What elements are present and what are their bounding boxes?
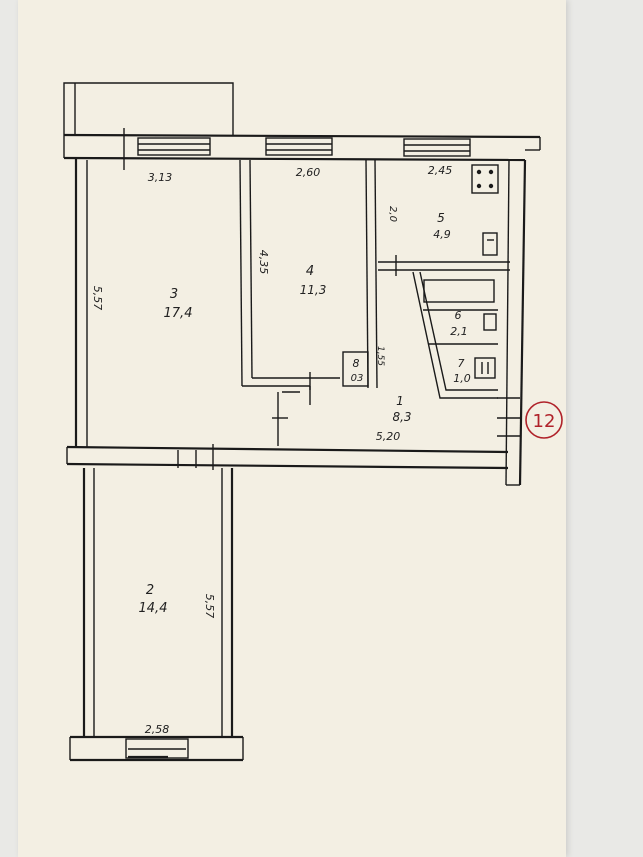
apartment-number: 12 xyxy=(533,411,556,432)
stove xyxy=(471,164,499,194)
apartment-number-stamp: 12 xyxy=(525,401,563,439)
room-2-number: 2 xyxy=(146,583,154,598)
room-8-area: 03 xyxy=(351,373,364,384)
middle-wall xyxy=(66,444,509,470)
left-wall-upper xyxy=(74,158,88,448)
dim-room4-width: 2,60 xyxy=(296,166,321,179)
dim-room3-height: 5,57 xyxy=(91,286,104,311)
dim-room5-height: 2,0 xyxy=(387,206,398,222)
room-7-area: 1,0 xyxy=(453,372,471,385)
room-5-number: 5 xyxy=(437,211,445,225)
dim-room2-height: 5,57 xyxy=(203,594,216,619)
washbasin xyxy=(483,313,497,331)
dim-room2-width: 2,58 xyxy=(145,723,170,736)
dim-room4-height: 4,35 xyxy=(257,250,270,275)
room-5-area: 4,9 xyxy=(433,228,451,241)
closet-8 xyxy=(342,351,369,387)
window-room3 xyxy=(137,137,211,156)
window-room5 xyxy=(403,138,471,157)
room-3-area: 17,4 xyxy=(164,306,193,321)
dim-room3-width: 3,13 xyxy=(148,171,173,184)
dim-room5-width: 2,45 xyxy=(428,164,453,177)
bath-walls xyxy=(412,271,498,399)
room-6-area: 2,1 xyxy=(450,325,468,338)
room-6-number: 6 xyxy=(455,309,462,322)
room-3-number: 3 xyxy=(170,287,178,302)
dim-closet-side: 1,55 xyxy=(375,346,385,366)
room-1-area: 8,3 xyxy=(392,410,411,424)
toilet xyxy=(474,357,496,379)
room2-walls xyxy=(69,468,244,762)
dim-hall-length: 5,20 xyxy=(376,430,401,443)
window-room2 xyxy=(125,738,189,759)
top-wall xyxy=(63,128,541,170)
room-8-number: 8 xyxy=(353,357,360,370)
paper-sheet xyxy=(18,0,566,857)
kitchen-walls xyxy=(378,255,510,276)
room-1-number: 1 xyxy=(396,394,404,408)
room-2-area: 14,4 xyxy=(139,601,168,616)
window-room4 xyxy=(265,137,333,156)
sink xyxy=(482,232,498,256)
hall-walls xyxy=(272,386,311,446)
room-7-number: 7 xyxy=(458,357,465,370)
room4-walls xyxy=(239,159,378,390)
room-4-number: 4 xyxy=(306,264,314,279)
balcony xyxy=(63,82,234,135)
right-wall xyxy=(497,159,527,486)
room-4-area: 11,3 xyxy=(300,283,327,297)
bathtub xyxy=(423,279,495,303)
